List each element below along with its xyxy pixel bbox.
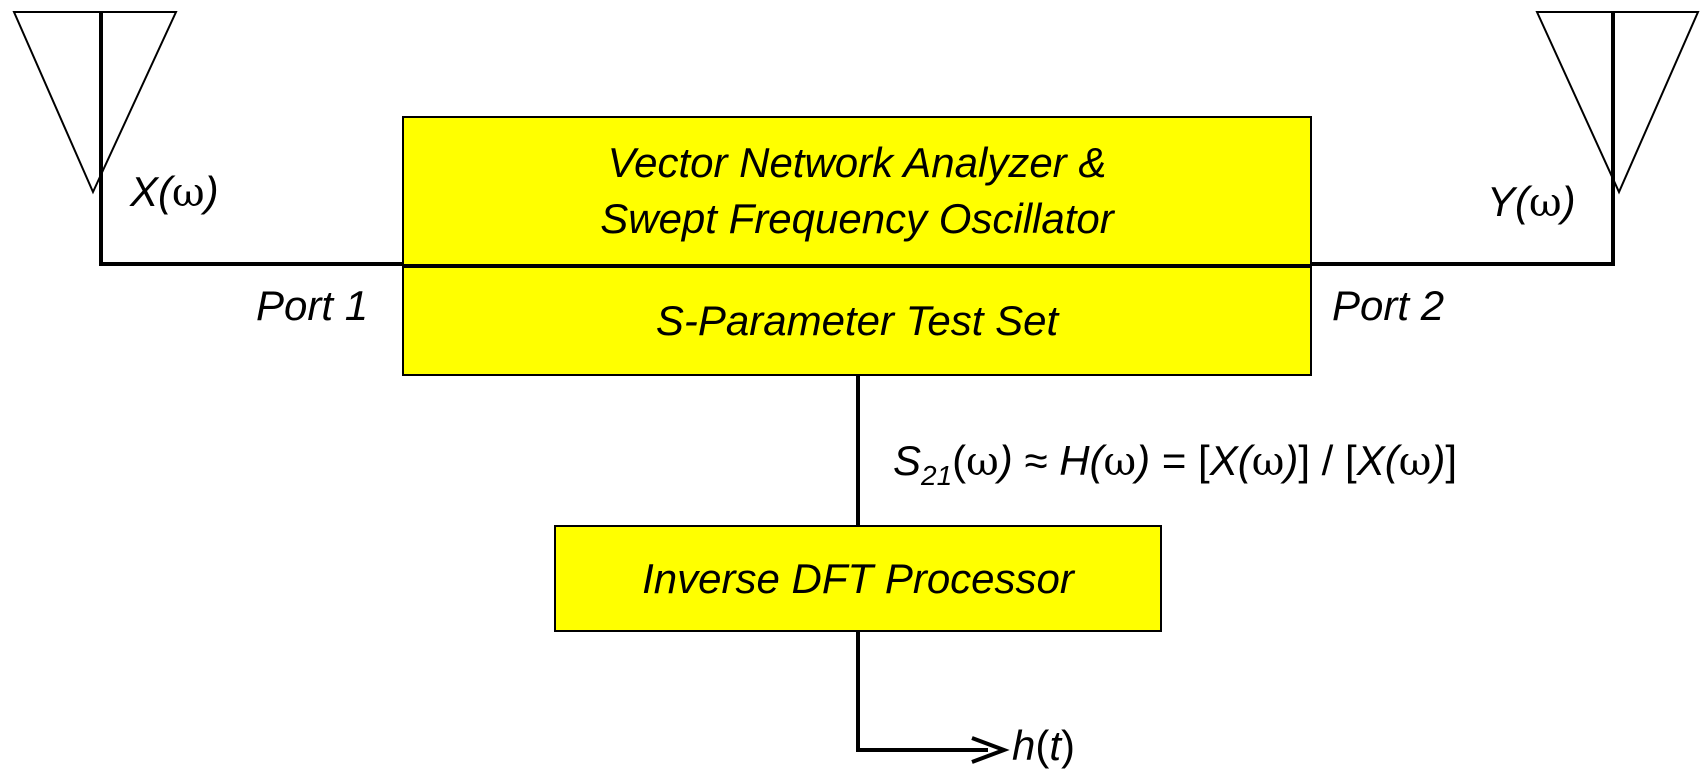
processor-label: Inverse DFT Processor <box>642 554 1074 602</box>
port2-label: Port 2 <box>1332 282 1445 329</box>
vna-line1: Vector Network Analyzer & <box>607 139 1107 186</box>
vna-box: Vector Network Analyzer & Swept Frequenc… <box>402 116 1312 266</box>
inverse-dft-processor-box: Inverse DFT Processor <box>554 525 1162 632</box>
left-antenna-icon <box>12 11 178 264</box>
x-omega-label: X(ω) <box>130 168 219 216</box>
vna-line2: Swept Frequency Oscillator <box>600 195 1114 242</box>
output-arrow-icon <box>856 630 1010 764</box>
test-set-label: S-Parameter Test Set <box>655 297 1059 344</box>
output-h-t-label: h(t) <box>1012 722 1076 769</box>
y-omega-label: Y(ω) <box>1487 178 1576 226</box>
right-antenna-icon <box>1535 11 1700 264</box>
port1-label: Port 1 <box>256 282 369 329</box>
transfer-function-equation: S21(ω) ≈ H(ω) = [X(ω)] / [X(ω)] <box>893 437 1458 491</box>
test-set-box: S-Parameter Test Set <box>402 266 1312 376</box>
